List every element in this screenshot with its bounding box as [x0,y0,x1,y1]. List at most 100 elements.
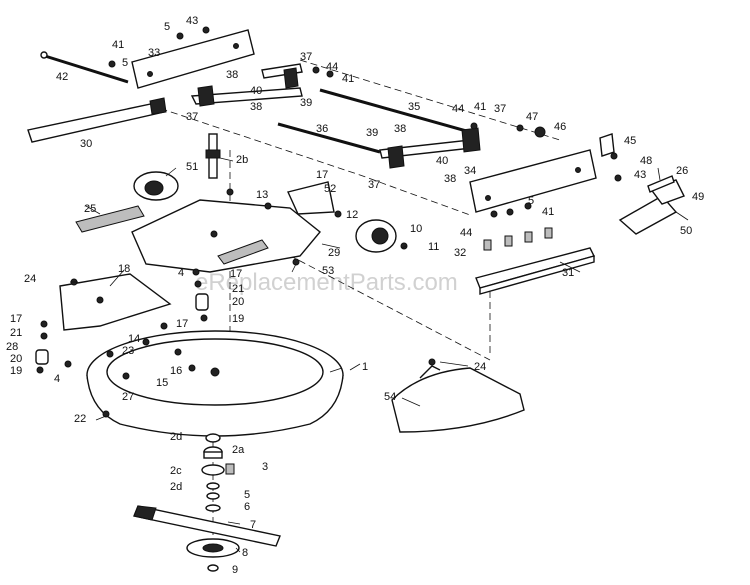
callout-4-center: 4 [178,267,184,279]
rod-36 [277,122,381,154]
callout-18: 18 [118,263,130,275]
washer-5-lower [206,492,220,500]
bolt-3 [225,463,235,475]
callout-44-top: 44 [326,61,338,73]
callout-51: 51 [186,161,198,173]
callout-39-upper: 39 [300,97,312,109]
callout-27: 27 [122,391,134,403]
callout-6: 6 [244,501,250,513]
callout-1: 1 [362,361,368,373]
callout-2a-upper: 2a [232,444,245,456]
hub-2c [201,464,225,476]
callout-37-right: 37 [494,103,506,115]
callout-4-left: 4 [54,373,60,385]
callout-8: 8 [242,547,248,559]
callout-50: 50 [680,225,692,237]
bracket-26 [647,175,675,193]
blade-7 [133,505,281,547]
callout-28: 28 [6,341,18,353]
callout-38-right: 38 [394,123,406,135]
callout-34: 34 [464,165,476,177]
callout-32: 32 [454,247,466,259]
callout-38-top: 38 [226,69,238,81]
mounting-plate-33 [131,29,255,89]
callout-31: 31 [562,267,574,279]
callout-7: 7 [250,519,256,531]
callout-26: 26 [676,165,688,177]
callout-25: 25 [84,203,96,215]
callout-37-top: 37 [300,51,312,63]
leader-lines [70,157,689,553]
bracket-52 [287,181,335,215]
callout-16: 16 [170,365,182,377]
callout-11: 11 [428,241,439,253]
callout-45: 45 [624,135,636,147]
callout-53: 53 [322,265,334,277]
callout-9: 9 [232,564,238,576]
watermark: eReplacementParts.com [195,269,458,296]
bolts-32 [483,227,553,251]
callout-14: 14 [128,333,140,345]
linkage-38-40-lower [379,127,481,169]
callout-3: 3 [262,461,268,473]
callout-44-lower: 44 [460,227,472,239]
linkage-37-40 [190,63,303,107]
callout-41-right: 41 [542,206,554,218]
callout-36: 36 [316,123,328,135]
callout-17-left: 17 [10,313,22,325]
callout-24-right: 24 [474,361,486,373]
hub-2d-lower [206,482,220,490]
callout-23: 23 [122,345,134,357]
callout-40-lower: 40 [436,155,448,167]
callout-2d-upper: 2d [170,431,182,443]
callout-29: 29 [328,247,340,259]
shaft-2b [205,133,221,179]
hub-2d-upper [205,433,221,443]
washer-6 [205,504,221,512]
callout-33: 33 [148,47,160,59]
callout-54: 54 [384,391,396,403]
clip-45 [599,133,615,157]
callout-15: 15 [156,377,168,389]
callout-19-center: 19 [232,313,244,325]
callout-17-mid: 17 [176,318,188,330]
wheel-10 [355,219,397,253]
callout-41-mid: 41 [474,101,486,113]
callout-13: 13 [256,189,268,201]
callout-20-center: 20 [232,296,244,308]
callout-49: 49 [692,191,704,203]
nut-9 [207,564,219,572]
baffle-25 [75,205,145,233]
wheel-51 [133,171,179,201]
callout-5-hub: 5 [244,489,250,501]
rod-42 [40,51,129,84]
callout-30: 30 [80,138,92,150]
callout-19-left: 19 [10,365,22,377]
callout-10: 10 [410,223,422,235]
callout-41-top: 41 [342,73,354,85]
spacer-20-left [35,349,49,365]
callouts: 1 2a 2b 2c 2d 2d 3 4 4 5 5 5 5 6 7 8 9 1… [6,15,704,576]
callout-38-lower: 38 [444,173,456,185]
deck-housing-1 [86,330,344,437]
callout-37-left: 37 [186,111,198,123]
callout-44-mid: 44 [452,103,464,115]
callout-5-top: 5 [164,21,170,33]
callout-48: 48 [640,155,652,167]
callout-2d-lower: 2d [170,481,182,493]
callout-5-topleft: 5 [122,57,128,69]
pulley-8 [186,538,240,558]
callout-43-right: 43 [634,169,646,181]
callout-42: 42 [56,71,68,83]
bar-31 [475,247,596,295]
callout-5-right: 5 [528,195,534,207]
callout-24-left: 24 [24,273,36,285]
callout-21-left: 21 [10,327,22,339]
spacer-20 [195,293,209,311]
fasteners [36,26,622,418]
bracket-30 [27,97,167,143]
plate-29 [131,199,321,273]
callout-17-top: 17 [316,169,328,181]
rod-35 [319,88,471,134]
